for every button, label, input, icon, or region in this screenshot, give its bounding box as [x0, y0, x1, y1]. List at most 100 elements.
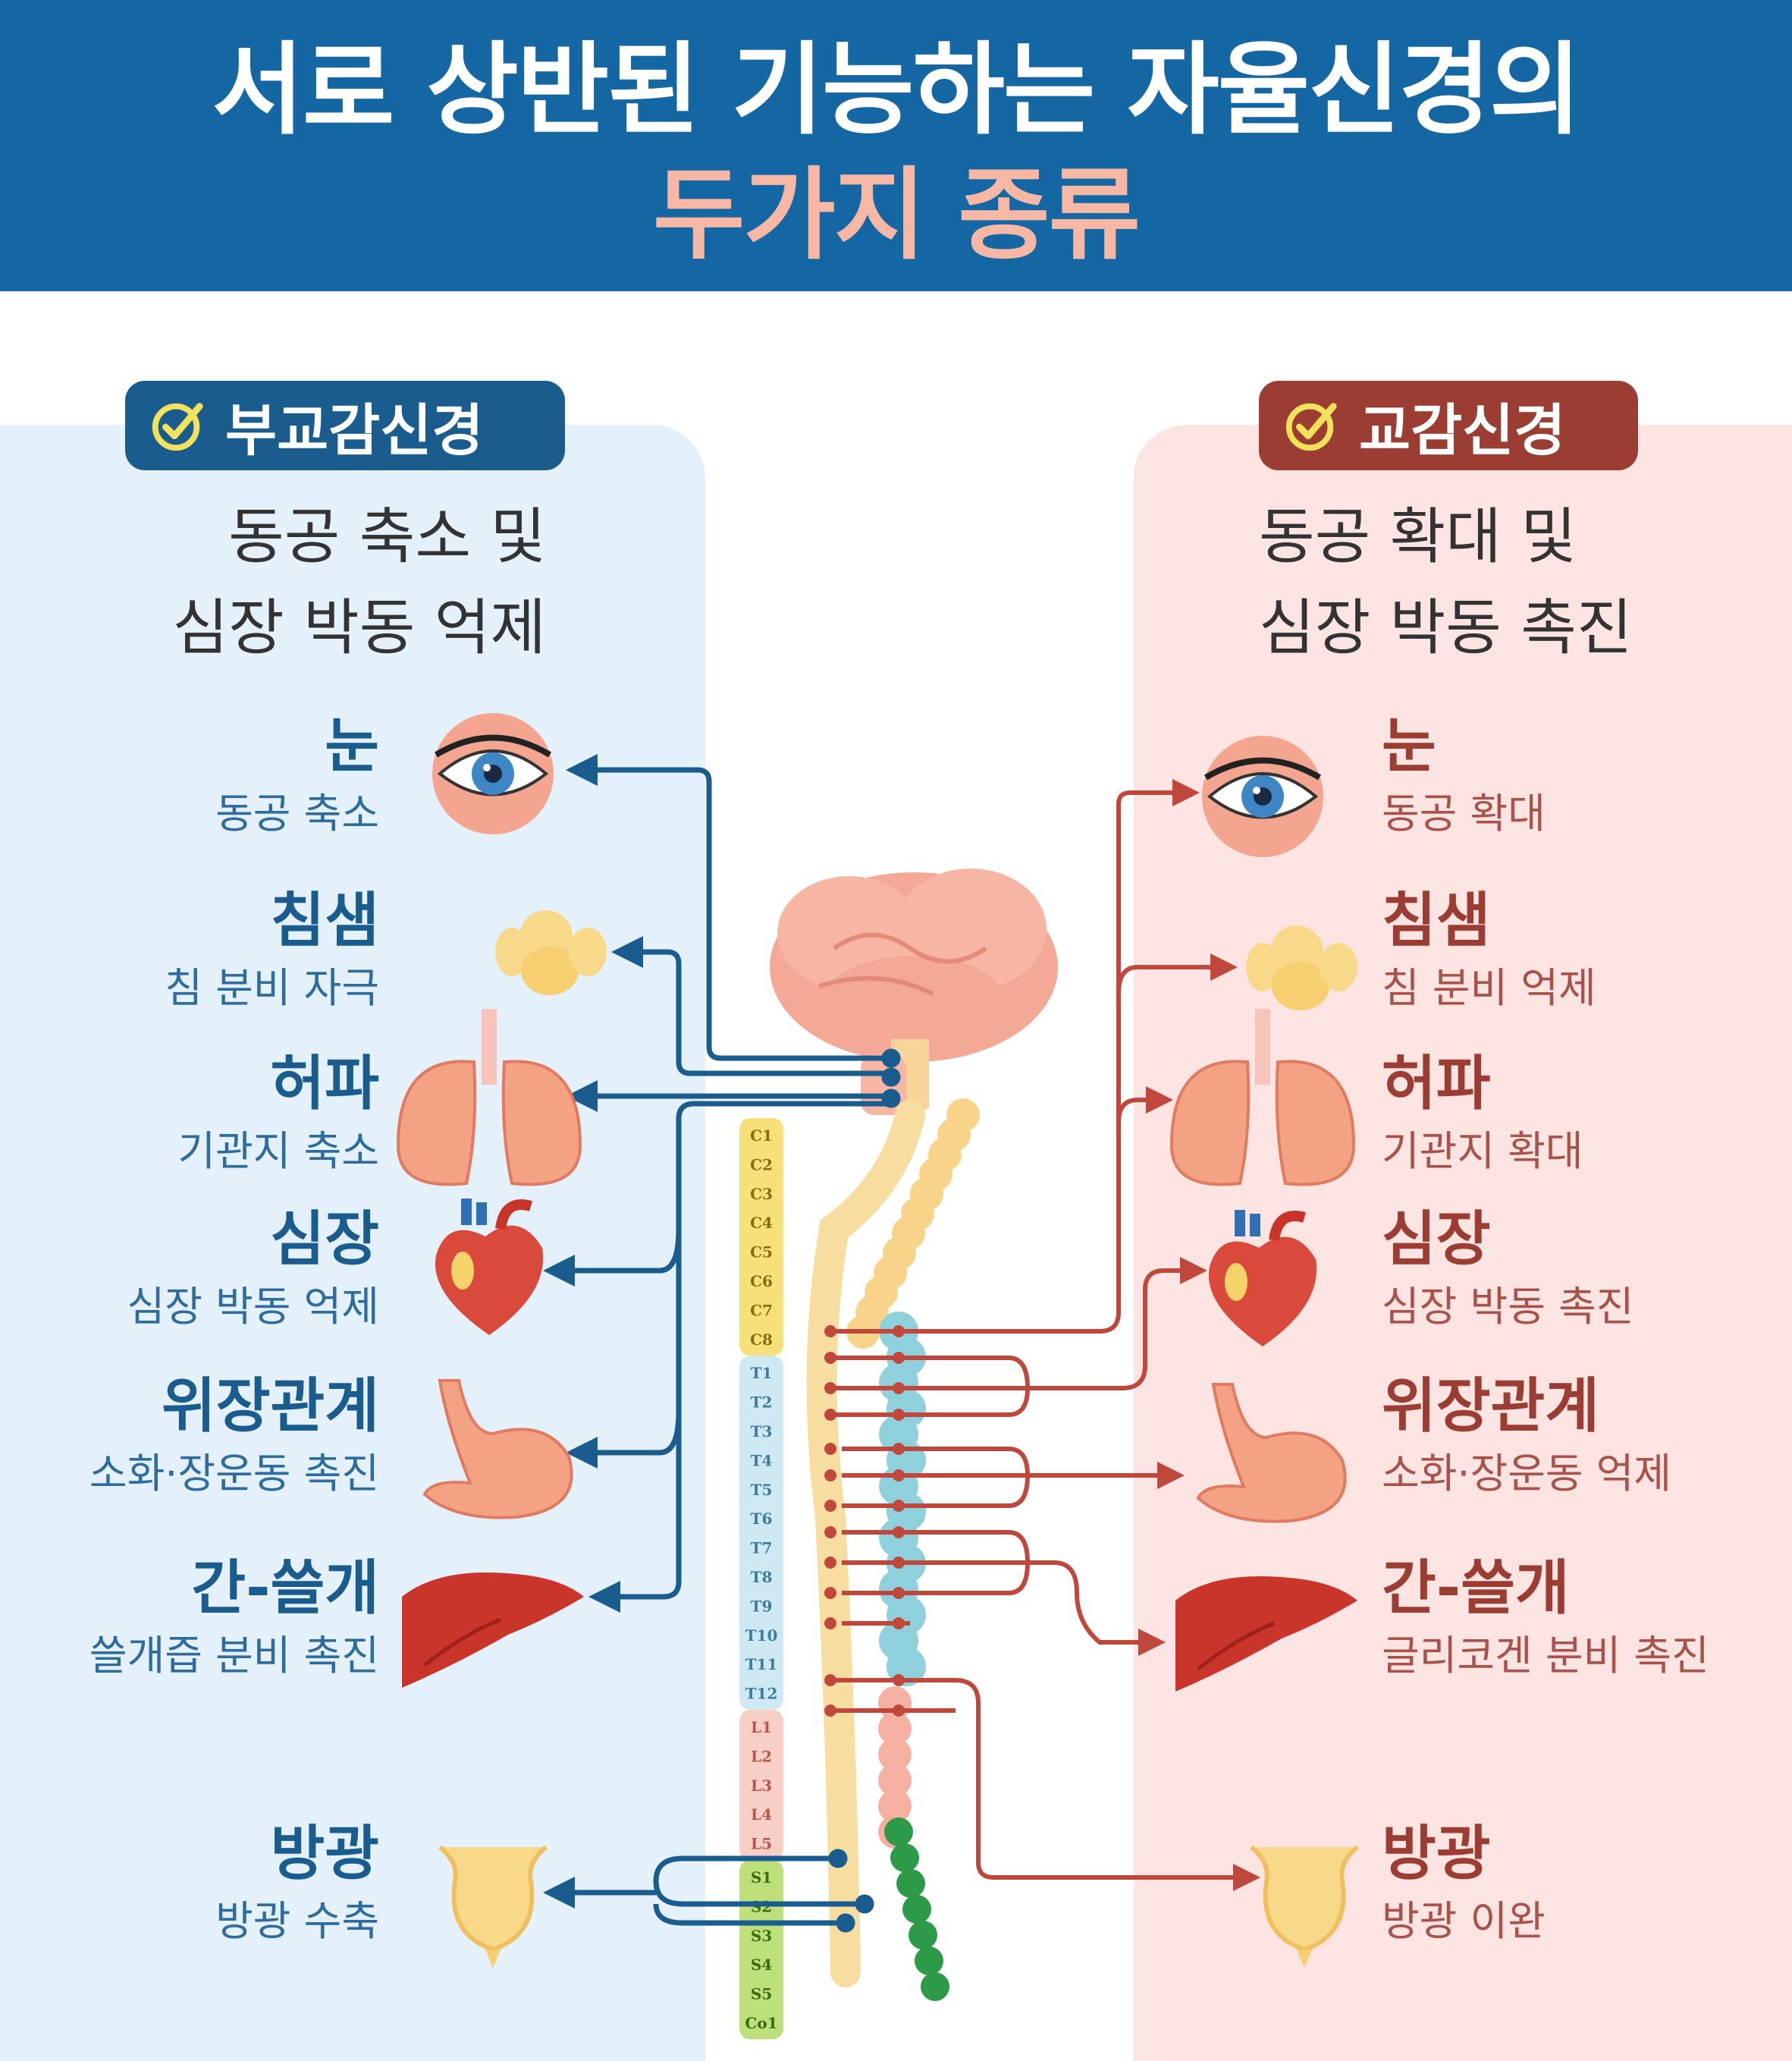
parasympathetic-heart-label: 심장 심장 박동 억제 — [15, 1205, 379, 1334]
organ-name: 허파 — [270, 1050, 379, 1118]
synapse-dot — [893, 1469, 905, 1481]
ganglion-bead — [878, 1712, 912, 1745]
vertebra-label: C1 — [750, 1126, 773, 1145]
synapse-dot — [824, 1469, 836, 1481]
synapse-dot — [893, 1674, 905, 1686]
parasympathetic-bladder-label: 방광 방광 수축 — [15, 1820, 379, 1948]
eye-icon — [1202, 736, 1323, 857]
summary-line: 심장 박동 억제 — [172, 592, 546, 663]
vertebra-label: T6 — [751, 1510, 773, 1528]
sympathetic-eye-label: 눈 동공 확대 — [1382, 712, 1792, 840]
ganglion-bead — [915, 1946, 943, 1975]
synapse-dot — [824, 1674, 836, 1686]
thoracic-segment — [739, 1356, 783, 1710]
vertebra-label: C2 — [750, 1155, 773, 1173]
salivary-gland-icon — [1246, 925, 1357, 1010]
organ-name: 허파 — [1382, 1050, 1491, 1118]
sympathetic-badge-label: 교감신경 — [1359, 397, 1566, 463]
synapse-dot — [824, 1526, 836, 1538]
synapse-dot — [824, 1704, 836, 1717]
parasympathetic-salivary-label: 침샘 침 분비 자극 — [15, 887, 379, 1015]
lungs-icon — [396, 1009, 582, 1186]
synapse-dot — [893, 1443, 905, 1455]
organ-name: 침샘 — [1382, 887, 1491, 955]
vertebra-label: T4 — [751, 1451, 773, 1469]
synapse-dot — [893, 1526, 905, 1538]
vertebra-label: S1 — [751, 1868, 772, 1887]
organ-effect: 심장 박동 억제 — [127, 1282, 379, 1331]
vertebra-label: C7 — [750, 1301, 773, 1319]
vertebra-label: C4 — [750, 1214, 773, 1232]
organ-name: 위장관계 — [1382, 1372, 1600, 1441]
bladder-icon — [1250, 1845, 1359, 1968]
cervical-segment — [739, 1118, 783, 1356]
ganglion-bead — [878, 1738, 912, 1771]
organ-name: 방광 — [270, 1820, 379, 1888]
summary-line: 동공 확대 및 — [1259, 501, 1577, 572]
organ-effect: 심장 박동 촉진 — [1382, 1282, 1634, 1331]
parasympathetic-gi-label: 위장관계 소화·장운동 촉진 — [15, 1372, 379, 1500]
sympathetic-pathways — [824, 779, 1251, 1877]
synapse-dot — [893, 1382, 905, 1394]
vertebra-label: T5 — [751, 1481, 773, 1499]
organ-effect: 방광 수축 — [215, 1896, 379, 1945]
vertebra-label: L5 — [751, 1835, 772, 1853]
path-to-heart — [543, 1228, 682, 1287]
sympathetic-summary: 동공 확대 및 심장 박동 촉진 — [1259, 492, 1744, 674]
synapse-dot — [893, 1409, 905, 1421]
synapse-dot — [824, 1382, 836, 1394]
synapse-dot — [824, 1557, 836, 1569]
vertebra-label: C3 — [750, 1185, 773, 1203]
organ-name: 심장 — [270, 1205, 379, 1274]
organ-effect: 소화·장운동 촉진 — [89, 1449, 379, 1497]
bladder-icon — [438, 1845, 548, 1968]
synapse-dot — [824, 1587, 836, 1599]
vertebra-label: T10 — [745, 1626, 778, 1645]
title-line-2: 두가지 종류 — [652, 157, 1141, 274]
title-banner: 서로 상반된 기능하는 자율신경의 두가지 종류 — [0, 0, 1792, 291]
organ-effect: 소화·장운동 억제 — [1382, 1449, 1672, 1497]
liver-icon — [402, 1572, 584, 1688]
brain-icon — [770, 869, 1058, 1119]
organ-name: 심장 — [1382, 1205, 1491, 1274]
vertebra-label: Co1 — [745, 2014, 777, 2032]
synapse-dot — [893, 1704, 905, 1717]
organ-name: 간-쓸개 — [191, 1554, 379, 1623]
stomach-icon — [422, 1379, 573, 1519]
ganglion-bead — [878, 1764, 912, 1797]
synapse-dot — [893, 1500, 905, 1512]
heart-icon — [1208, 1210, 1317, 1346]
lumbar-segment — [739, 1710, 783, 1860]
organ-effect: 기관지 축소 — [177, 1126, 379, 1175]
parasympathetic-badge-label: 부교감신경 — [225, 397, 484, 463]
vertebra-label: T7 — [751, 1539, 773, 1557]
heart-icon — [435, 1199, 544, 1335]
eye-icon — [432, 713, 554, 834]
check-icon — [152, 403, 203, 451]
synapse-dot — [893, 1587, 905, 1599]
parasympathetic-eye-label: 눈 동공 축소 — [15, 712, 379, 840]
path-to-salivary — [611, 936, 891, 1076]
spinal-cord — [806, 1100, 925, 1987]
stomach-icon — [1196, 1383, 1347, 1523]
parasympathetic-liver-label: 간-쓸개 쓸개즙 분비 촉진 — [15, 1554, 379, 1682]
path-to-bladder — [653, 1855, 865, 1926]
synapse-dot — [824, 1409, 836, 1421]
vertebra-label: T1 — [751, 1364, 773, 1382]
vertebra-label: C6 — [750, 1272, 773, 1290]
organ-name: 방광 — [1382, 1820, 1491, 1888]
vertebra-label: T8 — [751, 1568, 773, 1586]
ganglion-bead — [921, 1972, 949, 2001]
synapse-dot — [824, 1443, 836, 1455]
sympathetic-chain — [846, 1098, 980, 2001]
vertebra-label: S4 — [751, 1956, 772, 1974]
ganglion-bead — [909, 1921, 937, 1949]
vertebra-label: T9 — [751, 1597, 773, 1615]
sympathetic-bladder-label: 방광 방광 이완 — [1382, 1820, 1792, 1948]
title-line-1: 서로 상반된 기능하는 자율신경의 — [212, 32, 1581, 149]
synapse-dot — [824, 1617, 836, 1629]
synapse-dot — [893, 1557, 905, 1569]
vertebra-column: C1C2C3C4C5C6C7C8T1T2T3T4T5T6T7T8T9T10T11… — [739, 1118, 783, 2040]
parasympathetic-summary: 동공 축소 및 심장 박동 억제 — [121, 492, 546, 674]
